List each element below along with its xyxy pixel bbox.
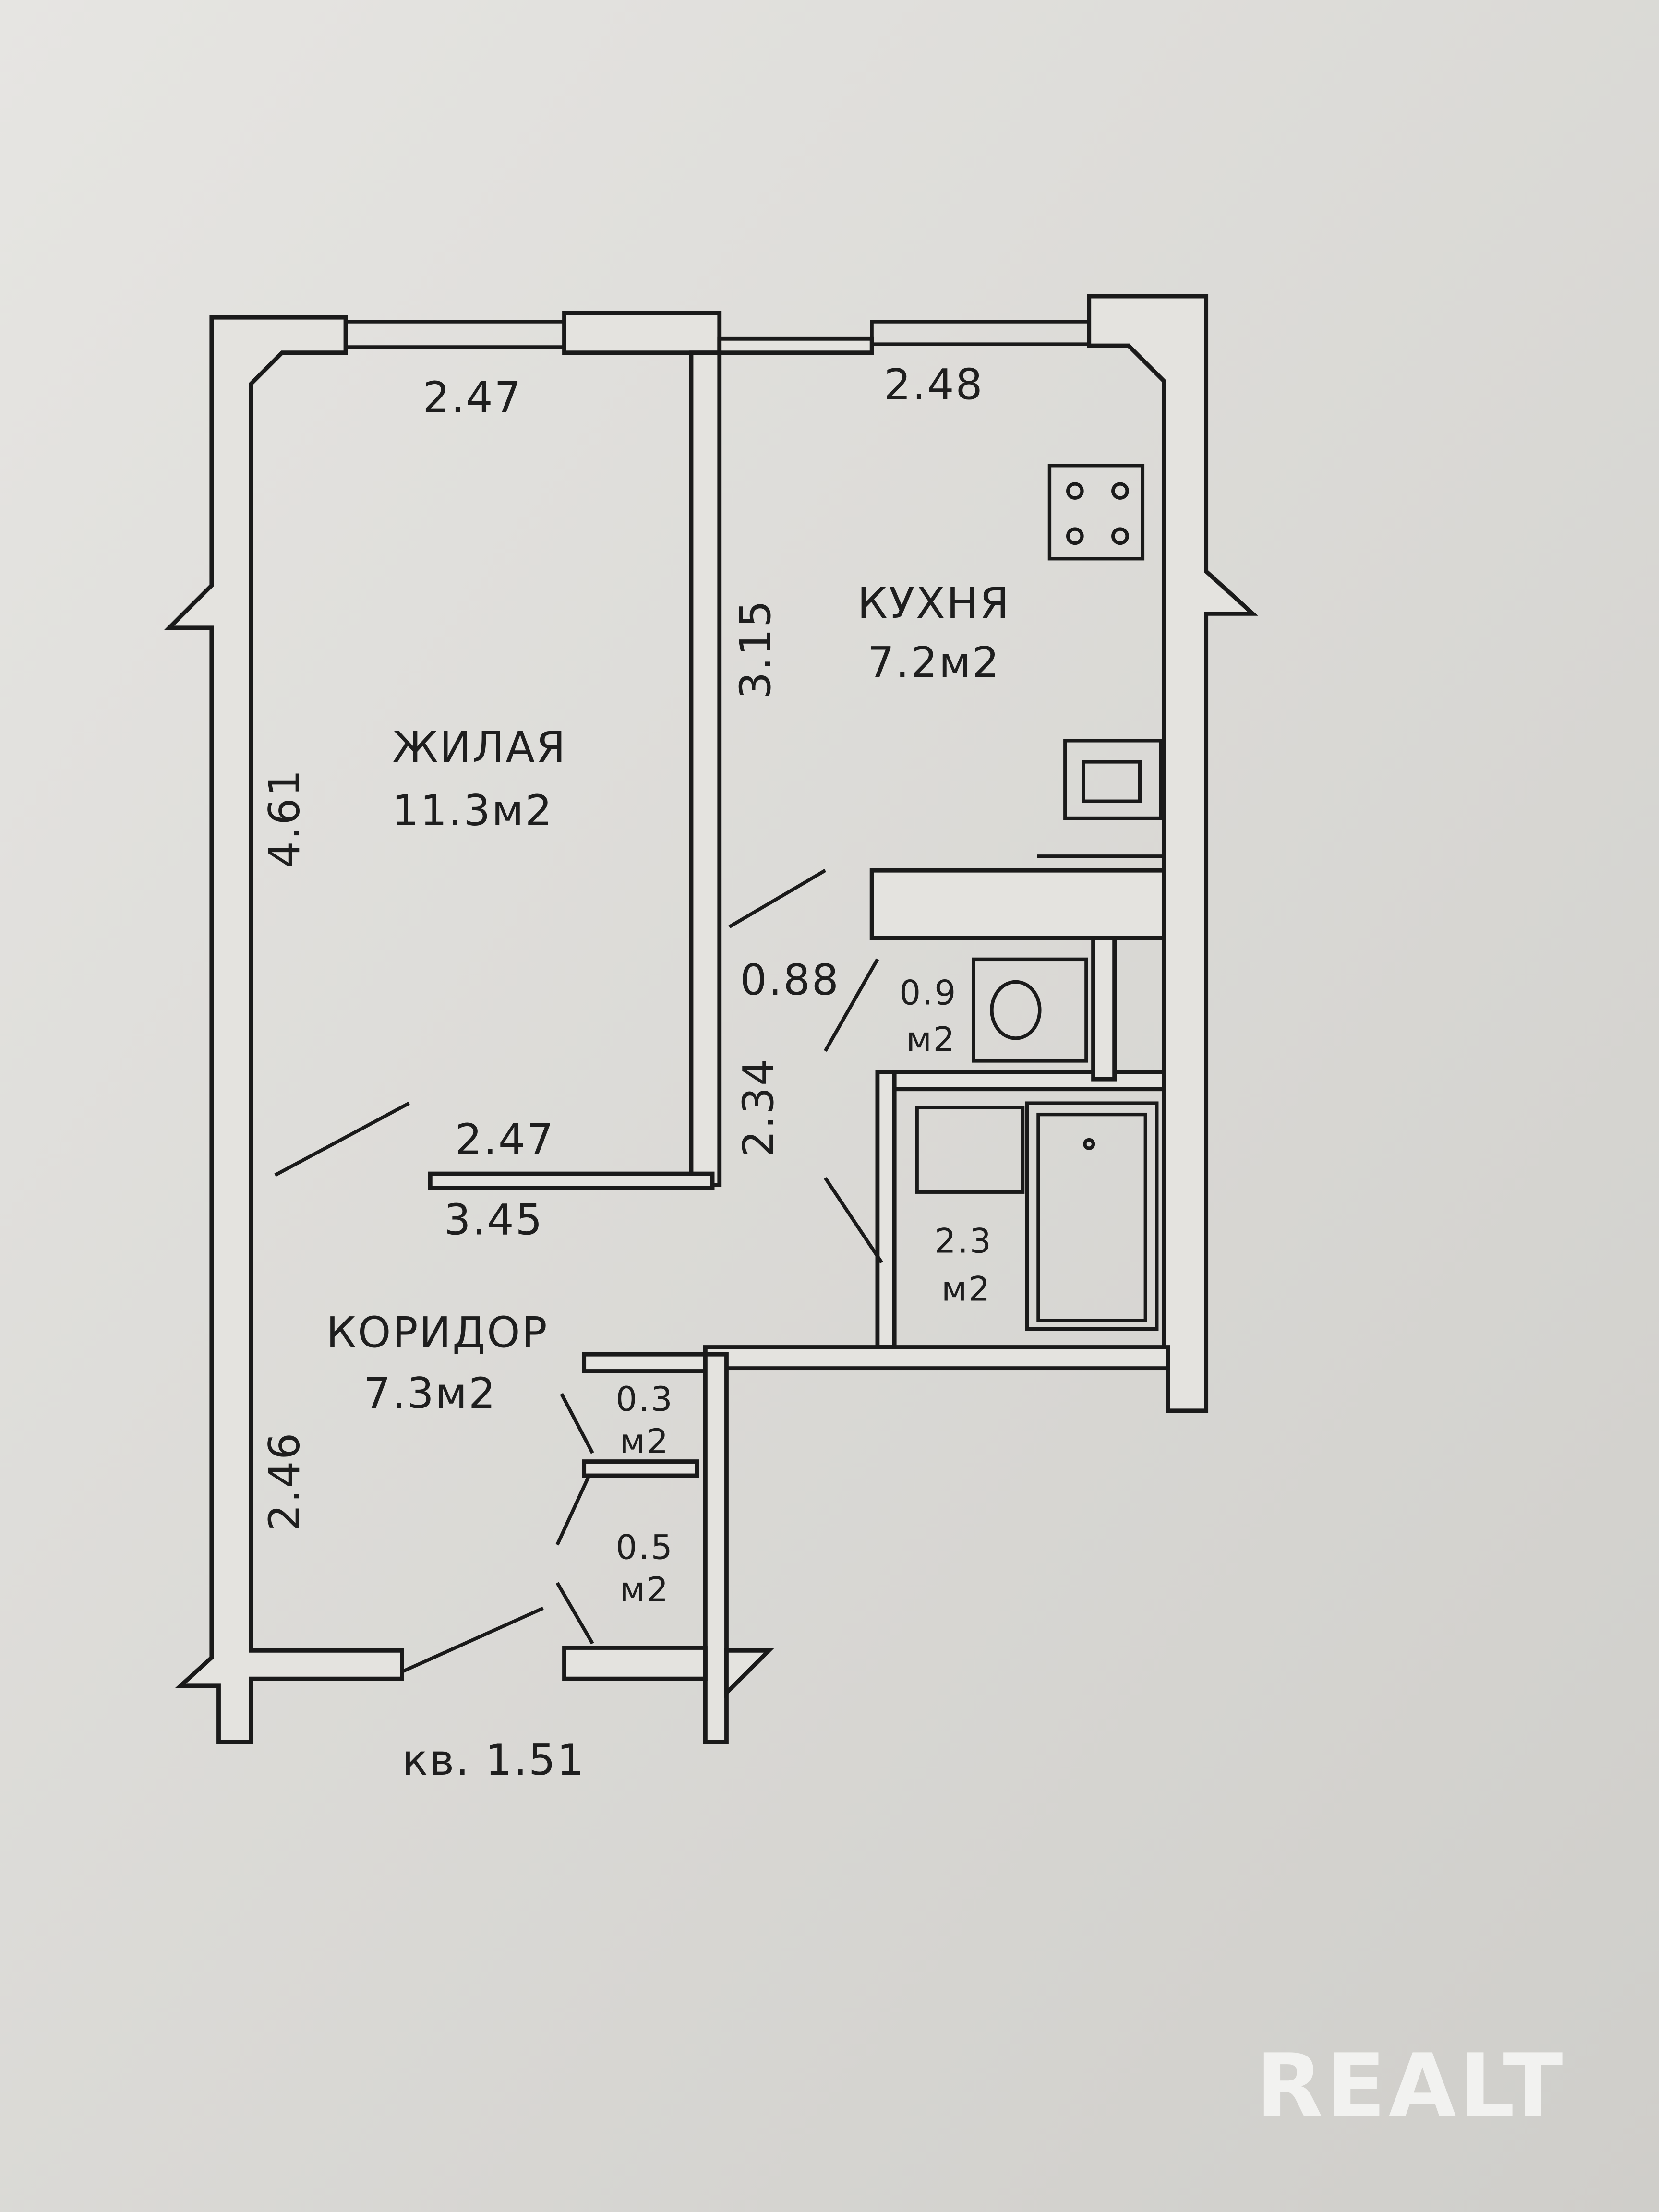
closet2-unit: м2: [620, 1570, 670, 1610]
fixtures: [274, 464, 1164, 1673]
dim-corridor-width: 3.45: [444, 1195, 544, 1244]
walls: [164, 294, 1259, 1744]
door-swing-icon: [274, 1101, 410, 1177]
stove-icon: [1047, 464, 1145, 561]
dim-corridor-left: 2.46: [260, 1431, 309, 1531]
bathroom-unit: м2: [941, 1270, 991, 1309]
apartment-label: кв. 1.51: [402, 1735, 585, 1785]
toilet-icon: [972, 957, 1088, 1063]
corridor-area: 7.3м2: [364, 1369, 497, 1418]
washbasin-icon: [915, 1106, 1025, 1194]
closet1-unit: м2: [620, 1422, 670, 1461]
dim-hall-vertical: 2.34: [733, 1058, 783, 1157]
sink-icon: [1063, 739, 1163, 820]
dim-living-left: 4.61: [260, 768, 309, 868]
kitchen-name: КУХНЯ: [857, 578, 1010, 628]
toilet-unit: м2: [906, 1020, 956, 1059]
closet2-area: 0.5: [616, 1527, 674, 1567]
living-room-area: 11.3м2: [392, 786, 553, 835]
closet1-area: 0.3: [616, 1380, 674, 1419]
toilet-area: 0.9: [899, 973, 957, 1012]
dim-living-top: 2.47: [422, 373, 522, 422]
dim-kitchen-top: 2.48: [884, 360, 984, 409]
realt-watermark: REALT: [1256, 2035, 1565, 2137]
bathtub-icon: [1025, 1101, 1159, 1331]
living-room-name: ЖИЛАЯ: [392, 722, 566, 772]
kitchen-area: 7.2м2: [867, 638, 1000, 687]
labels: ЖИЛАЯ 11.3м2 КУХНЯ 7.2м2 КОРИДОР 7.3м2 0…: [260, 360, 1010, 1785]
bathroom-area: 2.3: [935, 1222, 993, 1261]
dim-hall-gap: 0.88: [740, 955, 840, 1005]
corridor-name: КОРИДОР: [326, 1308, 548, 1358]
dim-living-bottom: 2.47: [455, 1115, 555, 1164]
dim-kitchen-left: 3.15: [731, 599, 781, 699]
